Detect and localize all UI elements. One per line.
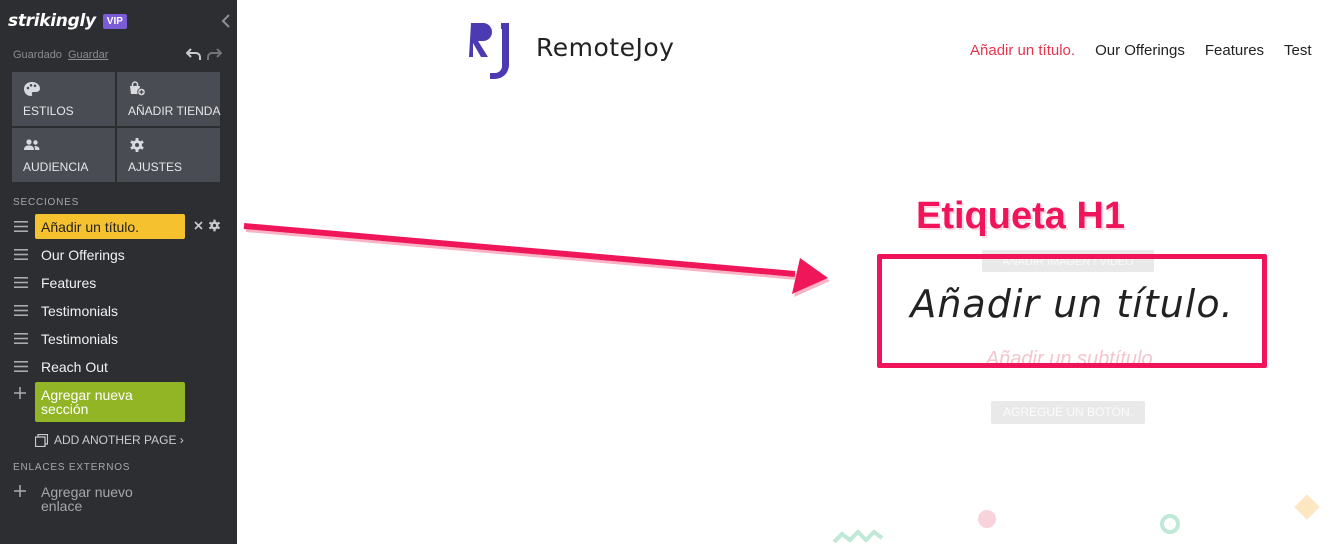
- save-status: Guardado Guardar: [13, 49, 108, 61]
- plus-icon[interactable]: [14, 485, 26, 497]
- editor-sidebar: strikingly VIP Guardado Guardar ESTILOS: [0, 0, 237, 544]
- redo-icon[interactable]: [206, 47, 222, 61]
- undo-icon[interactable]: [186, 47, 202, 61]
- section-label: Testimonials: [41, 331, 119, 347]
- section-item-features[interactable]: Features: [0, 271, 237, 295]
- hero-title[interactable]: Añadir un título.: [910, 282, 1234, 326]
- add-page-label: ADD ANOTHER PAGE ›: [54, 433, 184, 447]
- brand: strikingly VIP: [8, 9, 127, 33]
- chevron-left-icon[interactable]: [219, 12, 233, 30]
- nav-item-features[interactable]: Features: [1204, 42, 1265, 59]
- decorative-ring: [1160, 514, 1180, 534]
- section-label: Our Offerings: [41, 247, 125, 263]
- site-navigation: Añadir un título. Our Offerings Features Te…: [970, 42, 1332, 60]
- add-store-label: AÑADIR TIENDA: [128, 104, 221, 118]
- add-page-button[interactable]: ADD ANOTHER PAGE ›: [35, 433, 184, 447]
- add-external-link-button[interactable]: Agregar nuevo enlace: [41, 484, 133, 514]
- section-label: Reach Out: [41, 359, 108, 375]
- h1-highlight-box: [877, 254, 1267, 368]
- decorative-zigzag: [832, 529, 884, 544]
- pages-icon: [35, 433, 48, 447]
- decorative-circle: [978, 510, 996, 528]
- store-icon: [130, 81, 146, 97]
- drag-handle-icon[interactable]: [14, 249, 28, 260]
- section-item-testimonials[interactable]: Testimonials: [0, 299, 237, 323]
- drag-handle-icon[interactable]: [14, 277, 28, 288]
- close-icon[interactable]: [193, 220, 204, 231]
- drag-handle-icon[interactable]: [14, 305, 28, 316]
- vip-badge: VIP: [102, 13, 127, 29]
- save-link[interactable]: Guardar: [68, 49, 109, 61]
- drag-handle-icon[interactable]: [14, 333, 28, 344]
- palette-icon: [24, 82, 40, 96]
- gear-icon[interactable]: [208, 219, 221, 232]
- gear-icon: [130, 138, 144, 152]
- section-item-active[interactable]: Añadir un título.: [35, 214, 185, 239]
- annotation-label: Etiqueta H1: [916, 195, 1126, 237]
- add-store-button[interactable]: AÑADIR TIENDA: [117, 72, 220, 126]
- audience-label: AUDIENCIA: [23, 160, 89, 174]
- nav-item-testimonials[interactable]: Test: [1284, 42, 1312, 59]
- save-status-text: Guardado: [13, 49, 62, 61]
- add-section-button[interactable]: Agregar nueva sección: [35, 382, 185, 422]
- drag-handle-icon[interactable]: [14, 221, 28, 232]
- section-label: Testimonials: [41, 303, 119, 319]
- section-item-our-offerings[interactable]: Our Offerings: [0, 243, 237, 267]
- nav-item-our-offerings[interactable]: Our Offerings: [1095, 42, 1185, 59]
- audience-icon: [24, 139, 40, 150]
- section-item-reach-out[interactable]: Reach Out: [0, 355, 237, 379]
- section-item-testimonials-2[interactable]: Testimonials: [0, 327, 237, 351]
- nav-item-title[interactable]: Añadir un título.: [970, 42, 1076, 59]
- drag-handle-icon[interactable]: [14, 361, 28, 372]
- external-links-heading: ENLACES EXTERNOS: [13, 462, 131, 473]
- strikingly-logo: strikingly: [8, 11, 96, 31]
- sections-heading: SECCIONES: [13, 197, 80, 208]
- settings-label: AJUSTES: [128, 160, 183, 174]
- audience-button[interactable]: AUDIENCIA: [12, 128, 115, 182]
- styles-button[interactable]: ESTILOS: [12, 72, 115, 126]
- remotejoy-logo[interactable]: [468, 20, 516, 82]
- section-label: Añadir un título.: [41, 219, 140, 235]
- plus-icon[interactable]: [14, 387, 26, 399]
- decorative-diamond: [1294, 494, 1320, 520]
- add-section-label: Agregar nueva sección: [41, 387, 133, 417]
- hero-cta-button[interactable]: AGREGUE UN BOTÓN.: [991, 401, 1145, 424]
- section-label: Features: [41, 275, 97, 291]
- site-name[interactable]: RemoteJoy: [536, 33, 675, 62]
- editor-tools: ESTILOS AÑADIR TIENDA AUDIENCIA: [12, 72, 220, 182]
- styles-label: ESTILOS: [23, 104, 74, 118]
- settings-button[interactable]: AJUSTES: [117, 128, 220, 182]
